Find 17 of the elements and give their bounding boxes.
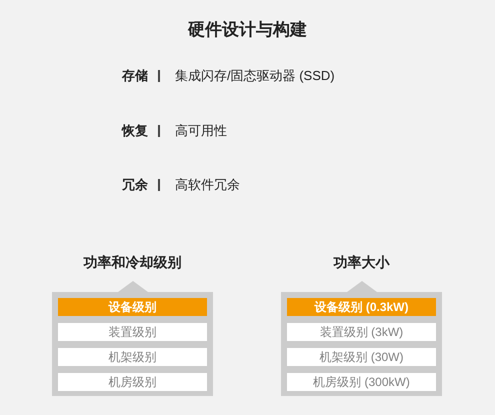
feature-value: 集成闪存/固态驱动器 (SSD) (175, 67, 335, 85)
highlighted-level-row: 设备级别 (0.3kW) (287, 298, 436, 316)
feature-value: 高可用性 (175, 122, 227, 140)
level-row: 机房级别 (300kW) (287, 373, 436, 391)
feature-label: 存储 (122, 67, 148, 85)
panel-heading: 功率大小 (334, 254, 390, 272)
panel-heading: 功率和冷却级别 (84, 254, 182, 272)
level-row: 机架级别 (30W) (287, 348, 436, 366)
level-row: 装置级别 (3kW) (287, 323, 436, 341)
diagram-title: 硬件设计与构建 (188, 19, 307, 41)
feature-label: 恢复 (122, 122, 148, 140)
feature-value: 高软件冗余 (175, 176, 240, 194)
feature-label: 冗余 (122, 176, 148, 194)
level-row: 装置级别 (58, 323, 207, 341)
level-row: 机房级别 (58, 373, 207, 391)
level-row: 机架级别 (58, 348, 207, 366)
highlighted-level-row: 设备级别 (58, 298, 207, 316)
